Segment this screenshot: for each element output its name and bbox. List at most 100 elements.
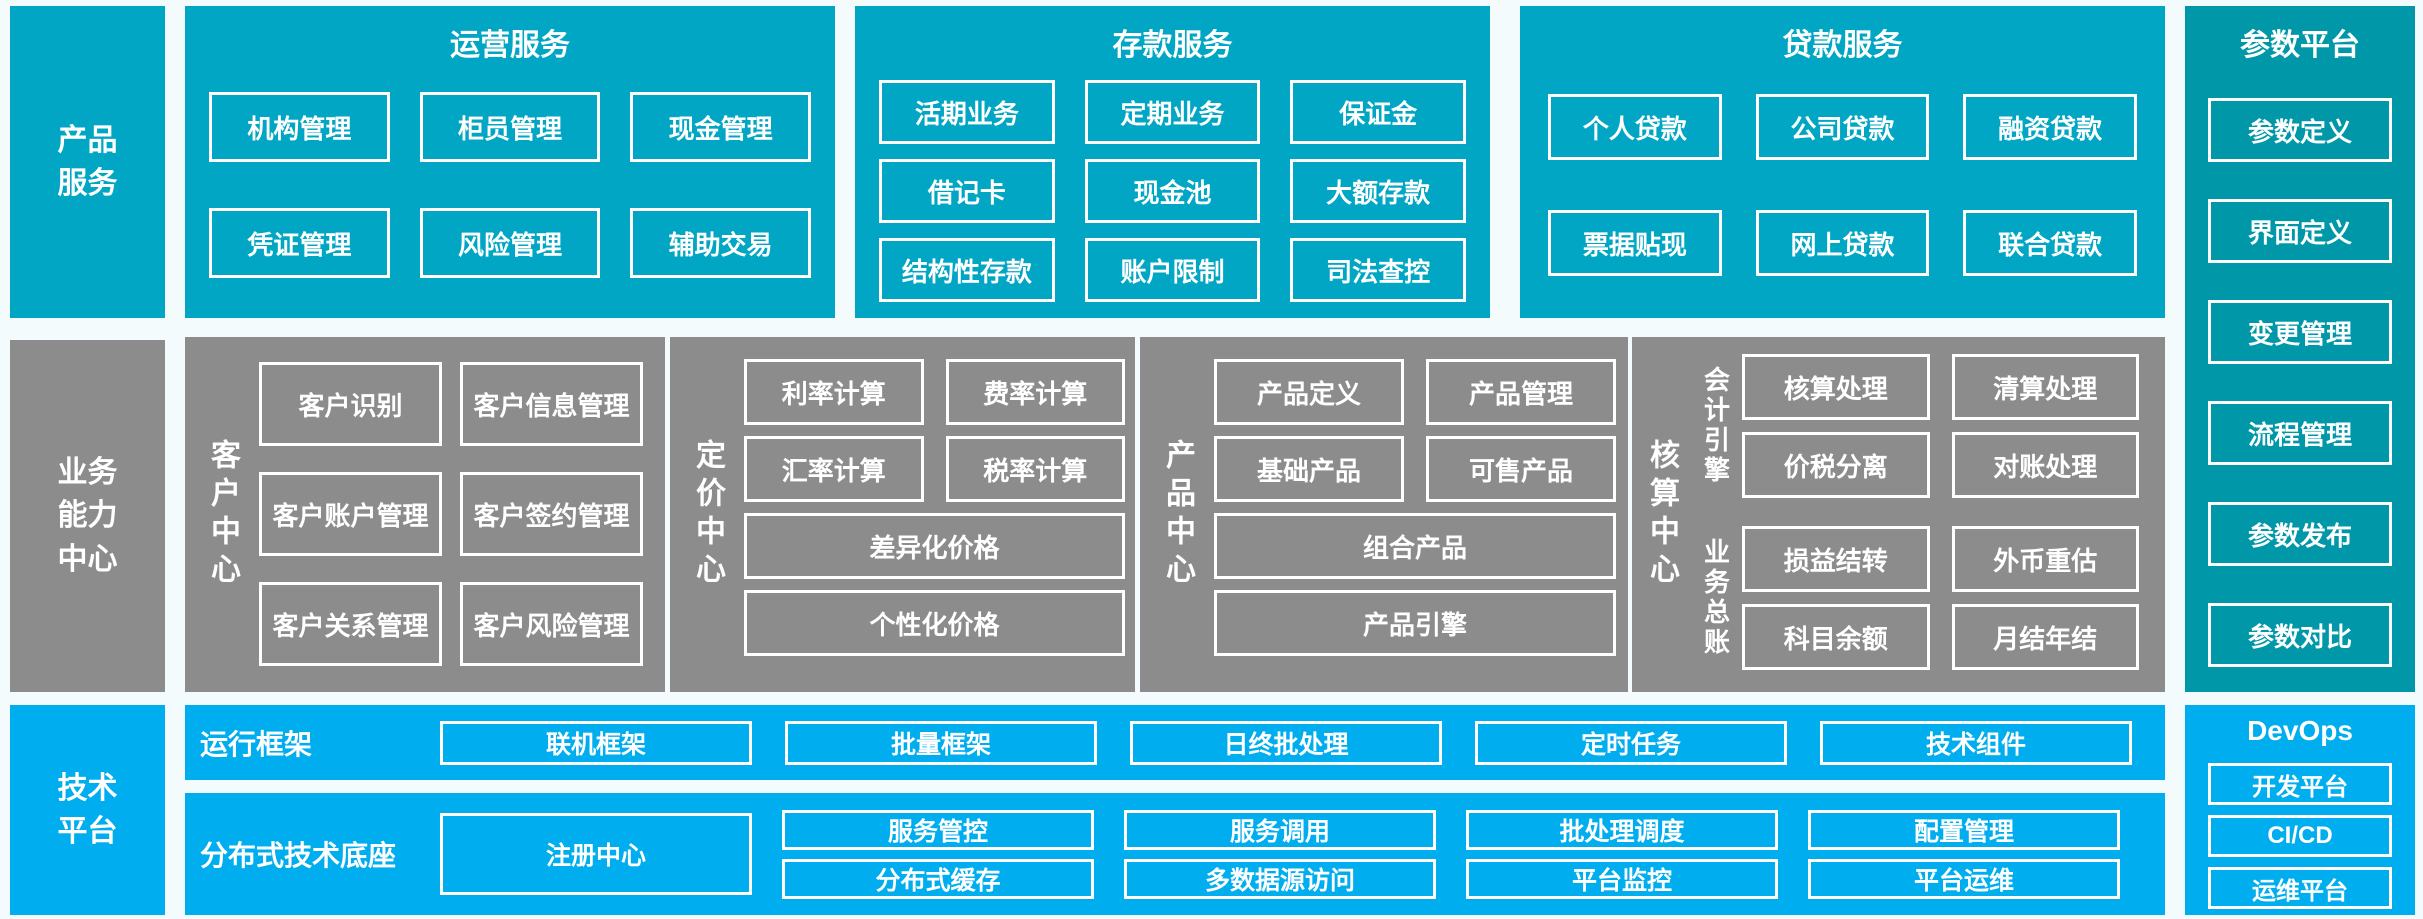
diagram-node: 公司贷款 <box>1755 94 1930 160</box>
diagram-node: 配置管理 <box>1808 809 2120 850</box>
diagram-node: 账户限制 <box>1084 238 1261 302</box>
diagram-node: 参数对比 <box>2208 603 2392 667</box>
loan-services-grid: 个人贷款 公司贷款 融资贷款 票据贴现 网上贷款 联合贷款 <box>1520 64 2165 276</box>
distributed-column: 服务管控 分布式缓存 <box>782 809 1094 899</box>
diagram-node: 费率计算 <box>945 359 1125 425</box>
diagram-node: 机构管理 <box>209 92 390 162</box>
diagram-node: 界面定义 <box>2208 199 2392 263</box>
diagram-node: 联机框架 <box>440 720 752 765</box>
diagram-node: 差异化价格 <box>744 513 1125 579</box>
distributed-tech-columns: 服务管控 分布式缓存 服务调用 多数据源访问 批处理调度 平台监控 配置管理 平… <box>782 809 2120 899</box>
diagram-node: 科目余额 <box>1742 604 1930 670</box>
diagram-node: 平台监控 <box>1466 858 1778 899</box>
operations-services-title: 运营服务 <box>450 29 570 62</box>
diagram-node: 批量框架 <box>785 720 1097 765</box>
diagram-node: 客户风险管理 <box>460 582 643 666</box>
accounting-engine-label: 会计引擎 <box>1700 366 1731 486</box>
diagram-node: 价税分离 <box>1742 432 1930 498</box>
diagram-node: 产品管理 <box>1426 359 1616 425</box>
diagram-node: 客户账户管理 <box>259 472 442 556</box>
diagram-node: 辅助交易 <box>630 208 811 278</box>
diagram-node: 汇率计算 <box>744 436 924 502</box>
diagram-node: 凭证管理 <box>209 208 390 278</box>
business-ledger-grid: 损益结转 外币重估 科目余额 月结年结 <box>1742 526 2139 670</box>
diagram-node: 定期业务 <box>1084 80 1261 144</box>
rail-business-capability-center: 业务 能力 中心 <box>10 340 165 692</box>
diagram-node: 客户信息管理 <box>460 362 643 446</box>
diagram-node: 保证金 <box>1290 80 1466 144</box>
devops-title: DevOps <box>2247 715 2353 746</box>
section-devops: DevOps 开发平台 CI/CD 运维平台 <box>2185 705 2415 915</box>
diagram-node: 参数发布 <box>2208 502 2392 566</box>
diagram-node: 技术组件 <box>1820 720 2132 765</box>
diagram-node: 网上贷款 <box>1755 210 1930 276</box>
section-operations-services: 运营服务 机构管理 柜员管理 现金管理 凭证管理 风险管理 辅助交易 <box>185 6 835 318</box>
section-pricing-center: 定价中心 利率计算 费率计算 汇率计算 税率计算 差异化价格 个性化价格 <box>670 337 1135 692</box>
diagram-node: 损益结转 <box>1742 526 1930 592</box>
section-distributed-tech-base: 分布式技术底座 注册中心 服务管控 分布式缓存 服务调用 多数据源访问 批处理调… <box>185 793 2165 915</box>
diagram-node: 外币重估 <box>1951 526 2139 592</box>
diagram-node: 注册中心 <box>440 813 752 895</box>
diagram-node: 借记卡 <box>879 159 1055 223</box>
parameter-platform-list: 参数定义 界面定义 变更管理 流程管理 参数发布 参数对比 <box>2185 64 2415 667</box>
business-ledger-group: 业务总账 损益结转 外币重估 科目余额 月结年结 <box>1690 526 2139 670</box>
diagram-node: 风险管理 <box>419 208 601 278</box>
accounting-engine-group: 会计引擎 核算处理 清算处理 价税分离 对账处理 <box>1690 354 2139 498</box>
product-center-grid: 产品定义 产品管理 基础产品 可售产品 组合产品 产品引擎 <box>1214 337 1628 692</box>
distributed-tech-base-label: 分布式技术底座 <box>200 840 397 871</box>
section-runtime-framework: 运行框架 联机框架 批量框架 日终批处理 定时任务 技术组件 <box>185 705 2165 780</box>
diagram-node: 柜员管理 <box>419 92 601 162</box>
business-ledger-label: 业务总账 <box>1700 538 1731 658</box>
diagram-node: 客户关系管理 <box>259 582 442 666</box>
diagram-node: 产品引擎 <box>1214 590 1616 656</box>
diagram-node: 利率计算 <box>744 359 924 425</box>
diagram-node: 对账处理 <box>1951 432 2139 498</box>
diagram-node: 清算处理 <box>1951 354 2139 420</box>
rail-product-services: 产品 服务 <box>10 6 165 318</box>
diagram-node: 可售产品 <box>1426 436 1616 502</box>
operations-services-grid: 机构管理 柜员管理 现金管理 凭证管理 风险管理 辅助交易 <box>185 64 835 278</box>
rail-technology-platform: 技术 平台 <box>10 705 165 915</box>
section-deposit-services: 存款服务 活期业务 定期业务 保证金 借记卡 现金池 大额存款 结构性存款 账户… <box>855 6 1490 318</box>
section-product-center: 产品中心 产品定义 产品管理 基础产品 可售产品 组合产品 产品引擎 <box>1140 337 1628 692</box>
distributed-column: 服务调用 多数据源访问 <box>1124 809 1436 899</box>
diagram-node: 基础产品 <box>1214 436 1404 502</box>
accounting-engine-grid: 核算处理 清算处理 价税分离 对账处理 <box>1742 354 2139 498</box>
diagram-node: 月结年结 <box>1951 604 2139 670</box>
runtime-framework-label: 运行框架 <box>200 728 313 760</box>
diagram-node: 个人贷款 <box>1548 94 1722 160</box>
diagram-node: 核算处理 <box>1742 354 1930 420</box>
accounting-center-label: 核算中心 <box>1645 438 1678 591</box>
diagram-node: 联合贷款 <box>1963 210 2137 276</box>
diagram-node: 客户识别 <box>259 362 442 446</box>
diagram-node: 融资贷款 <box>1963 94 2137 160</box>
diagram-node: 结构性存款 <box>879 238 1055 302</box>
devops-list: 开发平台 CI/CD 运维平台 <box>2185 747 2415 909</box>
customer-center-grid: 客户识别 客户信息管理 客户账户管理 客户签约管理 客户关系管理 客户风险管理 <box>259 337 665 692</box>
diagram-node: 司法查控 <box>1290 238 1466 302</box>
diagram-node: 现金池 <box>1084 159 1261 223</box>
diagram-node: 多数据源访问 <box>1124 858 1436 899</box>
diagram-node: 流程管理 <box>2208 401 2392 465</box>
distributed-column: 配置管理 平台运维 <box>1808 809 2120 899</box>
diagram-node: CI/CD <box>2208 815 2392 857</box>
deposit-services-grid: 活期业务 定期业务 保证金 借记卡 现金池 大额存款 结构性存款 账户限制 司法… <box>855 64 1490 302</box>
diagram-node: 票据贴现 <box>1548 210 1722 276</box>
diagram-node: 开发平台 <box>2208 763 2392 805</box>
pricing-center-label: 定价中心 <box>691 438 724 591</box>
section-parameter-platform: 参数平台 参数定义 界面定义 变更管理 流程管理 参数发布 参数对比 <box>2185 6 2415 692</box>
diagram-node: 产品定义 <box>1214 359 1404 425</box>
section-loan-services: 贷款服务 个人贷款 公司贷款 融资贷款 票据贴现 网上贷款 联合贷款 <box>1520 6 2165 318</box>
section-accounting-center: 核算中心 会计引擎 核算处理 清算处理 价税分离 对账处理 业务总账 损益结转 … <box>1632 337 2165 692</box>
deposit-services-title: 存款服务 <box>1112 29 1233 62</box>
diagram-node: 参数定义 <box>2208 98 2392 162</box>
diagram-node: 运维平台 <box>2208 867 2392 909</box>
diagram-node: 大额存款 <box>1290 159 1466 223</box>
diagram-node: 个性化价格 <box>744 590 1125 656</box>
diagram-node: 现金管理 <box>630 92 811 162</box>
diagram-node: 分布式缓存 <box>782 858 1094 899</box>
diagram-node: 平台运维 <box>1808 858 2120 899</box>
loan-services-title: 贷款服务 <box>1782 29 1903 62</box>
section-customer-center: 客户中心 客户识别 客户信息管理 客户账户管理 客户签约管理 客户关系管理 客户… <box>185 337 665 692</box>
